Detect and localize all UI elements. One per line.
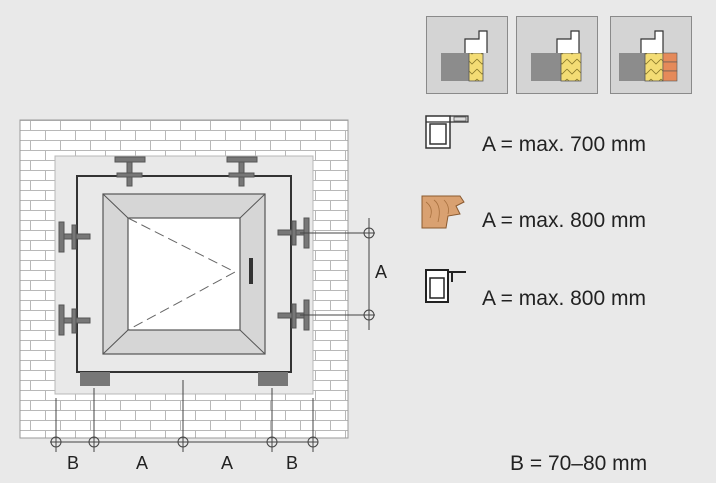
right-dimension [300,218,375,330]
bottom-label-a-left: A [136,453,149,473]
support-block [258,372,288,386]
window-frame [76,175,292,373]
plastic-spec: A = max. 700 mm [482,133,646,156]
brick-insulated-wall-icon [610,16,692,94]
wall-section-icon [426,16,508,94]
aluminium-profile-icon [425,269,466,303]
right-dimension-label: A [375,262,388,282]
edge-distance-spec: B = 70–80 mm [510,452,648,475]
wood-profile-icon [421,195,465,229]
aluminium-spec: A = max. 800 mm [482,287,646,310]
wood-spec: A = max. 800 mm [482,209,646,232]
plastic-profile-icon [425,115,469,149]
bottom-label-b-left: B [67,453,80,473]
bottom-label-a-right: A [221,453,234,473]
support-block [80,372,110,386]
insulated-wall-icon [516,16,598,94]
bottom-label-b-right: B [286,453,299,473]
bottom-dimension [50,380,319,452]
